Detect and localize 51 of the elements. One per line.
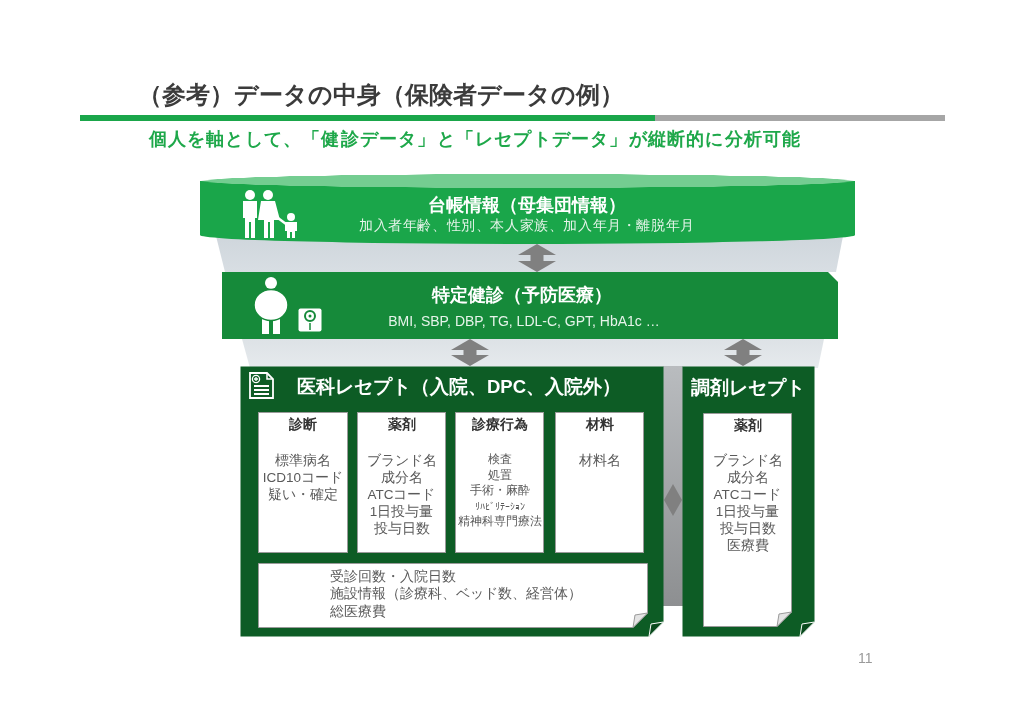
card-heading: 診療行為 — [471, 416, 528, 433]
summary-card — [258, 563, 648, 628]
card-heading: 診断 — [289, 416, 317, 433]
category-card — [258, 412, 348, 553]
card-item: 標準病名 — [275, 451, 331, 469]
double-arrow — [664, 484, 682, 516]
card-item: 検査 — [487, 452, 512, 468]
band-title: 台帳情報（母集団情報） — [428, 194, 626, 216]
category-card — [703, 413, 792, 627]
card-item: 処置 — [487, 467, 512, 483]
card-item: ﾘﾊﾋﾞﾘﾃｰｼｮﾝ — [474, 499, 525, 514]
card-item: 医療費 — [726, 536, 769, 554]
card-item: ATCコード — [713, 485, 782, 503]
panel — [682, 366, 815, 637]
category-card — [357, 412, 446, 553]
card-item: 1日投与量 — [369, 502, 434, 520]
category-card — [555, 412, 644, 553]
card-item: 総医療費 — [330, 602, 386, 620]
card-item: ブランド名 — [366, 451, 437, 469]
card-item: 成分名 — [380, 468, 423, 486]
band-title: 特定健診（予防医療） — [432, 284, 612, 306]
card-heading: 薬剤 — [733, 417, 762, 434]
double-arrow — [518, 244, 556, 272]
category-card — [455, 412, 544, 553]
card-item: ブランド名 — [712, 451, 783, 469]
panel — [240, 366, 664, 637]
card-item: 材料名 — [578, 451, 621, 469]
subtitle: 個人を軸として、「健診データ」と「レセプトデータ」が縦断的に分析可能 — [148, 128, 802, 151]
card-item: 成分名 — [726, 468, 769, 486]
page-number: 11 — [858, 650, 873, 666]
slide-title: （参考）データの中身（保険者データの例） — [138, 80, 624, 110]
panel-title: 調剤レセプト — [691, 376, 805, 400]
card-item: 1日投与量 — [715, 502, 780, 520]
double-arrow — [451, 339, 489, 366]
card-heading: 材料 — [585, 416, 614, 433]
panel-title: 医科レセプト（入院、DPC、入院外） — [297, 375, 622, 399]
card-item: ATCコード — [367, 485, 436, 503]
double-arrow — [724, 339, 762, 366]
card-item: 投与日数 — [719, 519, 776, 537]
card-item: 施設情報（診療科、ベッド数、経営体） — [330, 585, 582, 603]
card-item: 手術・麻酔 — [469, 483, 530, 499]
card-item: ICD10コード — [262, 468, 344, 486]
banner-band — [200, 174, 855, 244]
card-heading: 薬剤 — [387, 416, 416, 433]
banner-band — [222, 272, 838, 339]
band-subtitle: BMI, SBP, DBP, TG, LDL-C, GPT, HbA1c … — [388, 312, 660, 330]
card-item: 疑い・確定 — [268, 485, 338, 503]
card-item: 精神科専門療法 — [457, 514, 542, 530]
card-item: 投与日数 — [373, 519, 430, 537]
band-subtitle: 加入者年齢、性別、本人家族、加入年月・離脱年月 — [359, 218, 695, 234]
card-item: 受診回数・入院日数 — [330, 567, 456, 585]
